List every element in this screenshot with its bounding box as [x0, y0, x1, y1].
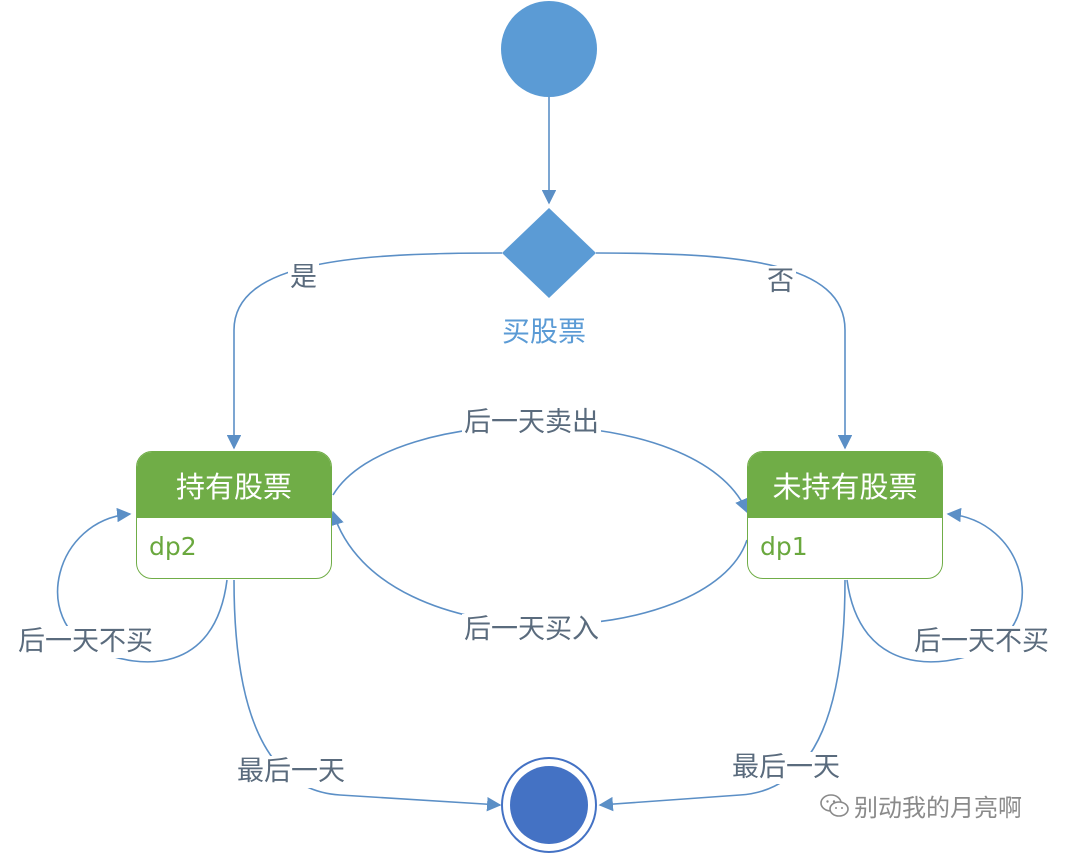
- state-not-holding: 未持有股票 dp1: [747, 451, 943, 579]
- transition-not-holding-self-label: 后一天不买: [912, 626, 1051, 658]
- edge-not-holding-end: [598, 579, 846, 812]
- edge-no: [595, 252, 853, 450]
- edge-holding-end: [233, 579, 502, 812]
- transition-holding-last-day-label: 最后一天: [235, 756, 347, 788]
- start-node: [501, 1, 597, 97]
- watermark-text: 别动我的月亮啊: [854, 794, 1022, 822]
- transition-buy-label: 后一天买入: [462, 614, 601, 646]
- transition-not-holding-last-day-label: 最后一天: [730, 752, 842, 784]
- end-node: [510, 766, 588, 844]
- wechat-icon: [820, 793, 849, 817]
- state-not-holding-variable: dp1: [760, 532, 808, 561]
- edge-buy: [329, 510, 748, 626]
- watermark: 别动我的月亮啊: [820, 788, 1022, 823]
- state-not-holding-title: 未持有股票: [748, 452, 942, 518]
- state-holding-title: 持有股票: [137, 452, 331, 518]
- decision-label: 买股票: [502, 315, 587, 348]
- decision-node: [502, 208, 596, 298]
- yes-label: 是: [288, 262, 319, 294]
- state-holding-variable: dp2: [149, 532, 197, 561]
- transition-holding-self-label: 后一天不买: [16, 626, 155, 658]
- state-holding: 持有股票 dp2: [136, 451, 332, 579]
- no-label: 否: [765, 266, 796, 298]
- transition-sell-label: 后一天卖出: [462, 407, 601, 439]
